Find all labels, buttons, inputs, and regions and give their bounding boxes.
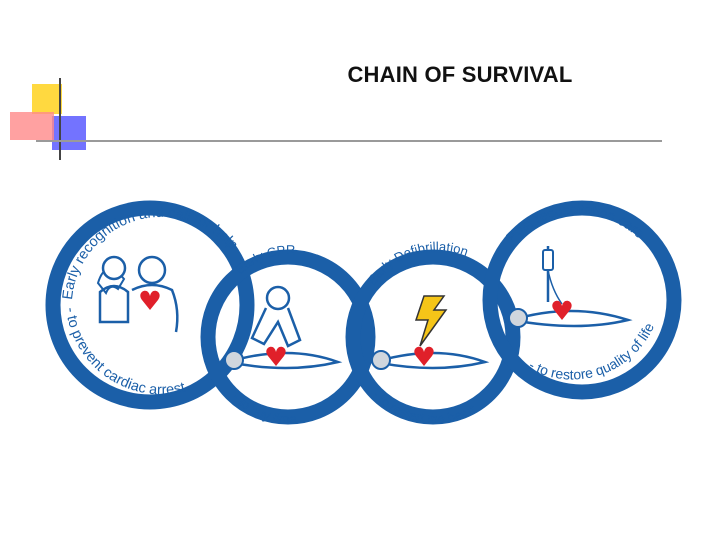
deco-vertical-line	[59, 78, 61, 160]
ring-4	[482, 200, 682, 400]
link-3-bottom-label: - to restart the heart	[370, 387, 479, 426]
iv-drip-icon	[508, 246, 633, 328]
deco-horizontal-rule	[36, 140, 662, 142]
deco-blue-square	[52, 116, 86, 150]
deco-red-square	[10, 112, 54, 140]
link-2-cpr: Early CPR - to buy time	[200, 242, 376, 427]
cpr-hands-icon	[224, 285, 343, 370]
ring-3	[345, 249, 521, 425]
link-4-top-label: Post resuscitation care	[503, 201, 648, 245]
page-title: CHAIN OF SURVIVAL	[347, 62, 573, 87]
heart-icon	[552, 300, 572, 320]
link-1-bottom-label: - to prevent cardiac arrest	[62, 306, 187, 398]
link-2-bottom-label: - to buy time	[230, 390, 297, 427]
ring-2	[200, 249, 376, 425]
phone-call-person-icon	[96, 255, 179, 333]
heart-icon	[414, 346, 434, 366]
heart-icon	[140, 290, 160, 310]
lightning-bolt-icon	[371, 295, 490, 370]
link-4-post-care: Post resuscitation care - to restore qua…	[482, 200, 682, 400]
heart-icon	[266, 346, 286, 366]
deco-yellow-square	[32, 84, 62, 114]
ring-1	[45, 200, 255, 410]
